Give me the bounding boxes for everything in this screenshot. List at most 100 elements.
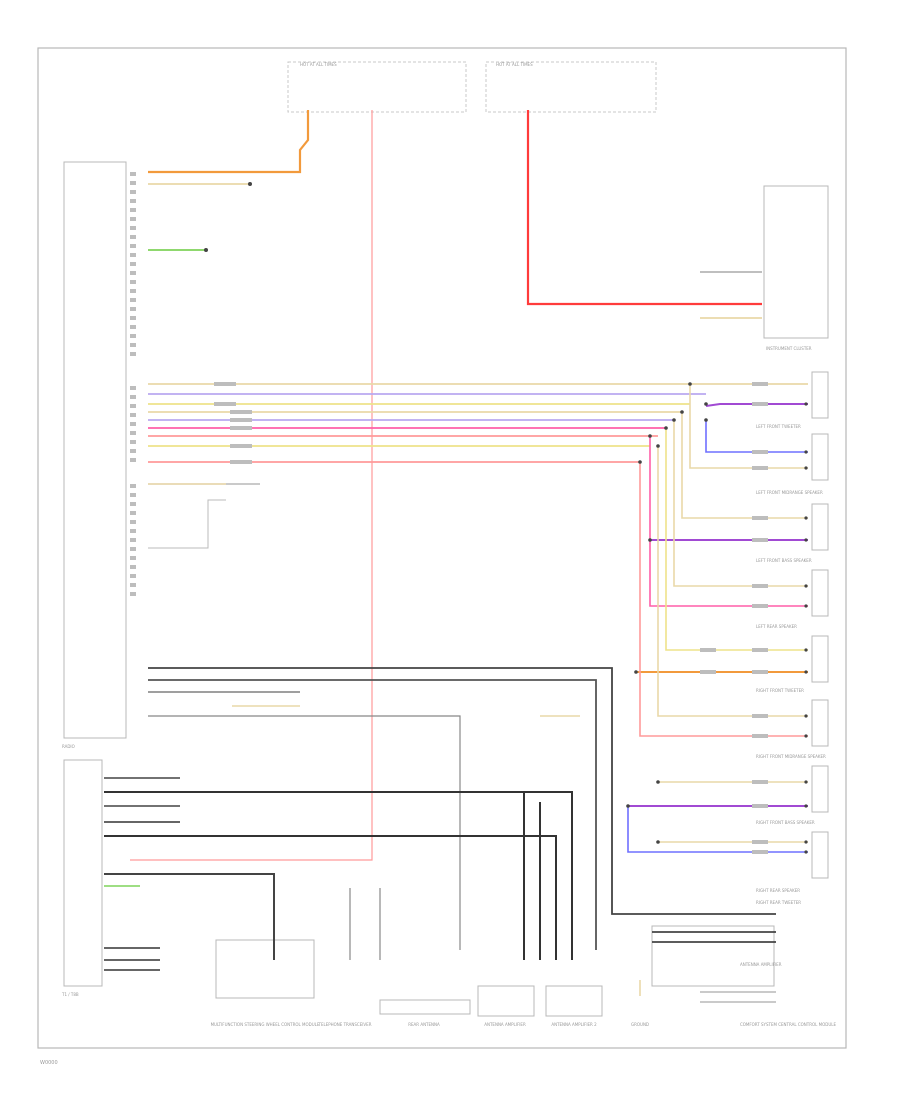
radio-pin-label <box>130 440 136 444</box>
radio-pin-label <box>130 574 136 578</box>
svg-text:RIGHT FRONT BASS SPEAKER: RIGHT FRONT BASS SPEAKER <box>756 820 815 825</box>
speaker-terminal <box>804 402 808 406</box>
wire-color-tag <box>214 402 236 406</box>
wire-color-tag <box>230 410 252 414</box>
speaker-terminal <box>804 466 808 470</box>
rear-unit-box <box>63 759 103 987</box>
gray-aux-wire <box>148 715 461 950</box>
wire-color-tag <box>752 714 768 718</box>
wire-layer <box>104 110 808 1003</box>
radio-pin-label <box>130 404 136 408</box>
radio-pin-label <box>130 181 136 185</box>
radio-pin-label <box>130 458 136 462</box>
radio-pin-label <box>130 208 136 212</box>
splice-dot <box>656 444 660 448</box>
wire-color-tag <box>752 648 768 652</box>
splice-dot <box>634 670 638 674</box>
radio-pin-label <box>130 431 136 435</box>
radio-pin-label <box>130 226 136 230</box>
svg-text:LEFT FRONT TWEETER: LEFT FRONT TWEETER <box>756 424 801 429</box>
wire-color-tag <box>700 670 716 674</box>
speaker-terminal <box>804 604 808 608</box>
radio-pin-label <box>130 352 136 356</box>
speaker-terminal <box>804 850 808 854</box>
fuse-panel-left <box>287 61 467 113</box>
svg-text:RIGHT REAR SPEAKER: RIGHT REAR SPEAKER <box>756 888 800 893</box>
drop-blue-rr <box>627 806 808 853</box>
radio-pin-label <box>130 343 136 347</box>
radio-pin-label <box>130 325 136 329</box>
wire-color-tag <box>752 780 768 784</box>
splice-dot <box>680 410 684 414</box>
wire-color-tag <box>752 466 768 470</box>
instrument-cluster-label: INSTRUMENT CLUSTER <box>766 346 812 351</box>
radio-pin-label <box>130 592 136 596</box>
connector-pin <box>248 182 252 186</box>
wire-color-tag <box>752 538 768 542</box>
radio-pin-label <box>130 386 136 390</box>
radio-pin-label <box>130 235 136 239</box>
wire-color-tag <box>752 382 768 386</box>
wire-color-tag <box>752 450 768 454</box>
radio-pin-label <box>130 493 136 497</box>
drop-blue-lf-tw <box>705 420 808 453</box>
bottom-module-boxes <box>215 939 603 1017</box>
radio-pin-label <box>130 307 136 311</box>
splice-dot <box>704 418 708 422</box>
radio-pin-label <box>130 583 136 587</box>
wire-color-tag <box>752 840 768 844</box>
pin-layer <box>204 182 808 854</box>
splice-dot <box>688 382 692 386</box>
radio-pin-label <box>130 199 136 203</box>
splice-dot <box>656 840 660 844</box>
radio-pin-label <box>130 502 136 506</box>
splice-dot <box>648 538 652 542</box>
svg-text:ANTENNA AMPLIFIER: ANTENNA AMPLIFIER <box>484 1022 526 1027</box>
wire-color-tag <box>752 584 768 588</box>
svg-text:ANTENNA AMPLIFIER 2: ANTENNA AMPLIFIER 2 <box>551 1022 597 1027</box>
radio-pin-label <box>130 298 136 302</box>
radio-pin-label <box>130 565 136 569</box>
speaker-terminal <box>804 670 808 674</box>
speaker-terminal <box>804 516 808 520</box>
footer-code: W0000 <box>40 1060 58 1066</box>
radio-pin-label <box>130 547 136 551</box>
wire-color-tag <box>752 516 768 520</box>
svg-text:MULTIFUNCTION STEERING WHEEL C: MULTIFUNCTION STEERING WHEEL CONTROL MOD… <box>211 1022 320 1027</box>
radio-pin-label <box>130 413 136 417</box>
drop-violet-lf-tw <box>705 403 808 407</box>
wire-color-tag <box>230 426 252 430</box>
can-low-wire <box>148 679 597 950</box>
radio-pin-label <box>130 280 136 284</box>
red-cluster-feed <box>526 110 762 306</box>
rear-wire-2 <box>104 791 573 960</box>
svg-text:LEFT FRONT MIDRANGE SPEAKER: LEFT FRONT MIDRANGE SPEAKER <box>756 490 823 495</box>
wire-color-tag <box>752 734 768 738</box>
radio-pin-label <box>130 538 136 542</box>
radio-pin-label <box>130 316 136 320</box>
splice-dot <box>638 460 642 464</box>
head-unit-label: RADIO <box>62 744 75 749</box>
bottom-module-labels: MULTIFUNCTION STEERING WHEEL CONTROL MOD… <box>211 1022 837 1027</box>
drop-tan-lf-tw <box>689 384 808 469</box>
speaker-terminal <box>804 538 808 542</box>
rear-unit-label: T1 / T8B <box>61 992 79 997</box>
wire-color-tag <box>230 460 252 464</box>
antenna-amp-label: ANTENNA AMPLIFIER <box>740 962 782 967</box>
orange-power-wire <box>148 110 310 174</box>
wire-color-tag <box>230 418 252 422</box>
splice-dot <box>648 434 652 438</box>
tag-layer <box>130 172 768 854</box>
radio-pin-label <box>130 172 136 176</box>
svg-text:RIGHT REAR TWEETER: RIGHT REAR TWEETER <box>756 900 801 905</box>
fuse-panel-left-label: HOT AT ALL TIMES <box>300 62 337 67</box>
fuse-panel-right-label: HOT AT ALL TIMES <box>496 62 533 67</box>
radio-pin-label <box>130 511 136 515</box>
splice-dot <box>704 402 708 406</box>
radio-pin-label <box>130 289 136 293</box>
wire-color-tag <box>214 382 236 386</box>
svg-text:GROUND: GROUND <box>631 1022 649 1027</box>
radio-pin-label <box>130 253 136 257</box>
radio-pin-label <box>130 484 136 488</box>
